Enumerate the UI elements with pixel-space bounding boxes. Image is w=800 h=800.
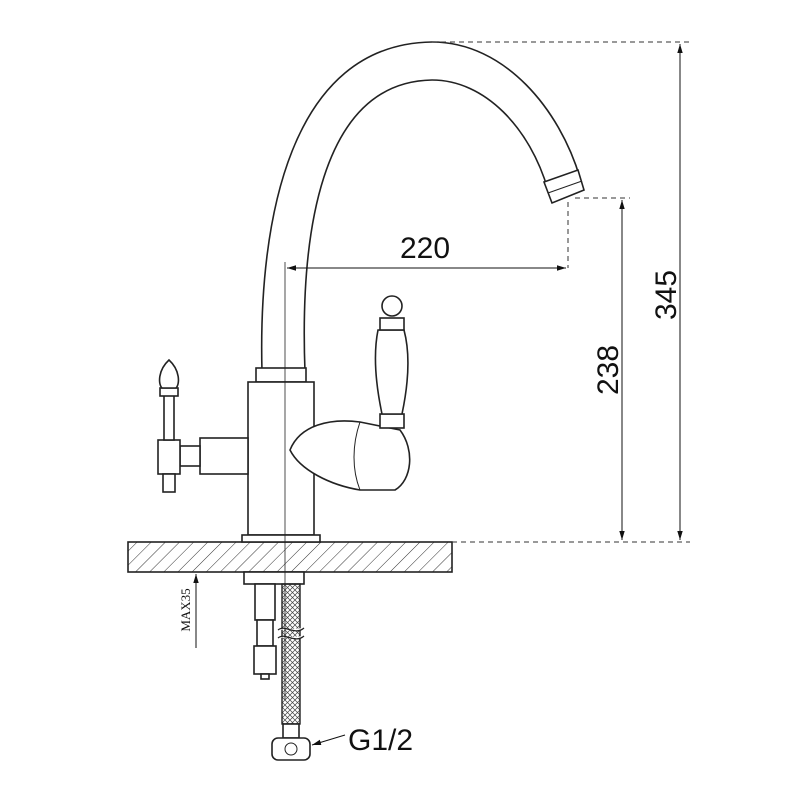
thread-label: G1/2 (348, 724, 413, 757)
spout (260, 41, 585, 373)
supply-lines (243, 571, 311, 761)
max-thickness-label: MAX35 (178, 588, 193, 631)
total-height-dimension-label: 345 (650, 270, 683, 320)
left-filter-handle (157, 358, 249, 493)
right-lever-handle (289, 295, 411, 491)
countertop (127, 541, 453, 573)
thread-leader-line (311, 734, 346, 746)
reach-dimension-label: 220 (400, 232, 450, 265)
spout-height-dimension-label: 238 (592, 345, 625, 395)
